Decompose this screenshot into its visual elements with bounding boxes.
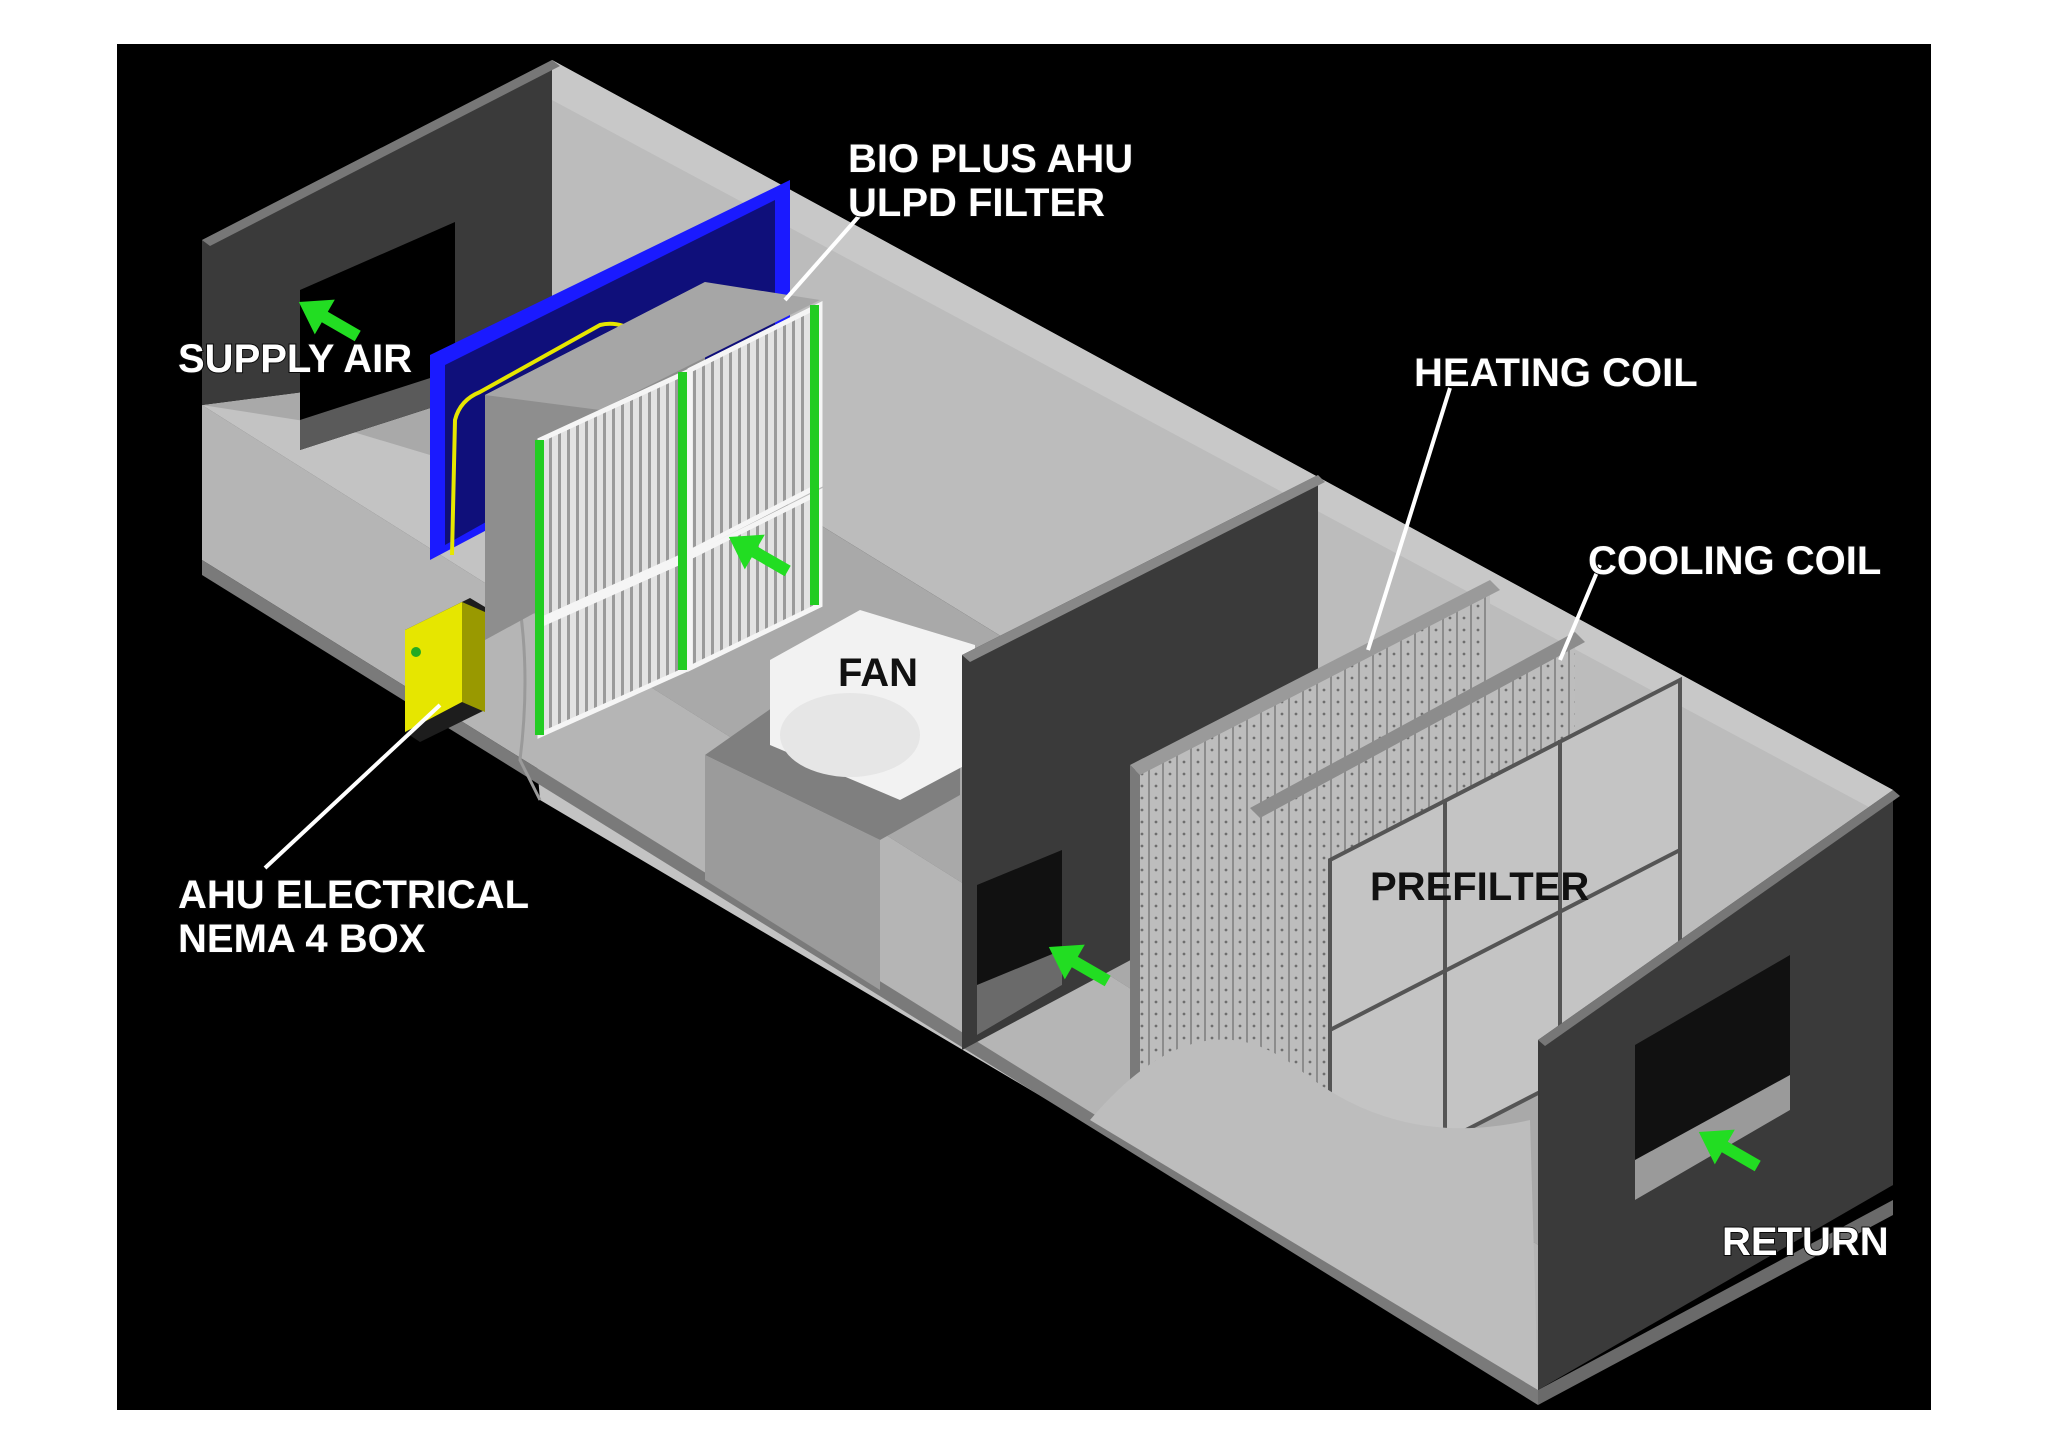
label-nema-box: NEMA 4 BOX: [178, 917, 426, 961]
label-ulpd-filter: ULPD FILTER: [848, 181, 1105, 225]
supply-end-wall: [202, 60, 560, 450]
prefilter: [1328, 676, 1682, 1204]
return-end-wall: [1538, 790, 1900, 1390]
ulpd-filter-bank: [430, 180, 823, 739]
electrical-nema-box: [405, 598, 485, 742]
leader-lines: [263, 213, 1602, 870]
label-heating-coil: HEATING COIL: [1414, 351, 1698, 395]
label-prefilter: PREFILTER: [1370, 865, 1589, 909]
fan-unit: [705, 610, 975, 990]
label-return: RETURN: [1722, 1220, 1889, 1264]
label-ahu-electrical: AHU ELECTRICAL: [178, 873, 529, 917]
label-supply-air: SUPPLY AIR: [178, 337, 412, 381]
label-bio-plus-ahu: BIO PLUS AHU: [848, 137, 1133, 181]
label-fan: FAN: [838, 651, 918, 695]
label-cooling-coil: COOLING COIL: [1588, 539, 1881, 583]
